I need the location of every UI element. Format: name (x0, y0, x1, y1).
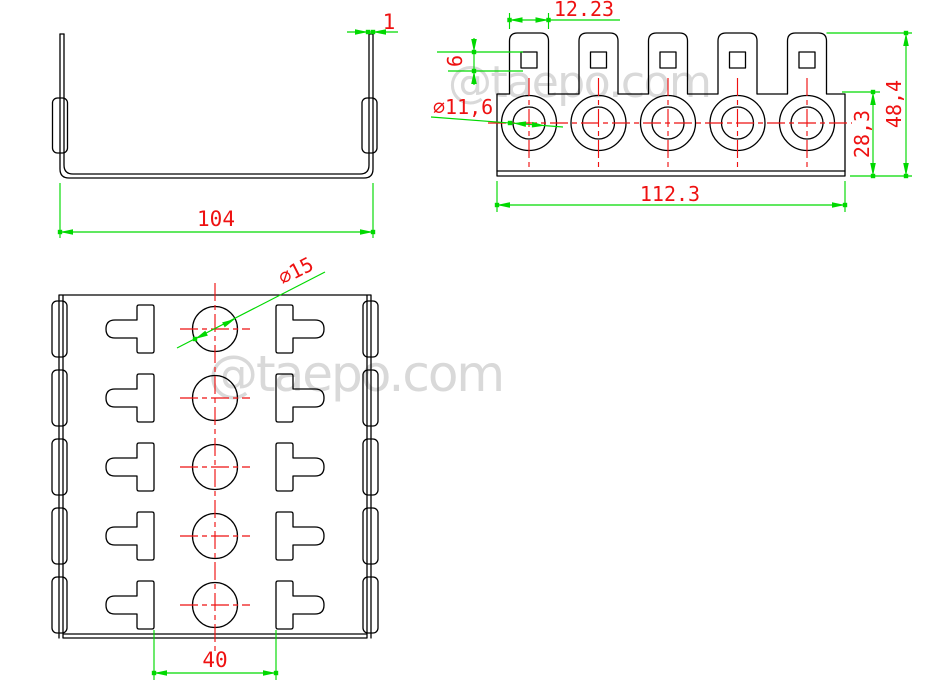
right-clip (362, 300, 379, 358)
right-clip (361, 97, 378, 154)
dim-label-6: 6 (443, 55, 467, 67)
tab-hole (728, 51, 747, 69)
tab-hole (589, 51, 608, 69)
left-clip (51, 300, 68, 358)
tab-hole (659, 51, 677, 69)
tab-hole (798, 51, 816, 69)
dim-slot-spacing: 40 (151, 630, 279, 680)
channel-section-view: 104 1 (51, 10, 398, 238)
left-clip (51, 507, 68, 565)
dim-overall-width: 104 (57, 183, 376, 238)
left-clip (51, 438, 68, 496)
tab-hole (520, 51, 538, 69)
dim-wall-thickness: 1 (347, 10, 398, 35)
dim-label-12-23: 12.23 (554, 0, 614, 21)
right-clip (362, 369, 379, 427)
t-slot-right (275, 511, 325, 561)
dim-label-40: 40 (202, 648, 227, 672)
t-slot-left (105, 580, 155, 630)
dim-hole-diameter: ∅11,6 (430, 95, 564, 129)
dim-tab-width: 12.23 (507, 0, 620, 29)
dim-overall-height: 48,4 (826, 30, 912, 179)
t-slot-right (275, 442, 325, 492)
t-slot-left (105, 373, 155, 423)
left-clip (51, 97, 69, 154)
right-clip (362, 438, 379, 496)
dim-label-48-4: 48,4 (882, 80, 906, 128)
t-slot-right (275, 580, 325, 630)
dim-label-dia-11-6: ∅11,6 (433, 95, 493, 119)
side-centerlines (488, 78, 852, 167)
t-slot-right (275, 304, 325, 354)
dim-label-28-3: 28,3 (850, 110, 874, 158)
t-slots (105, 304, 325, 630)
right-clip (362, 576, 379, 634)
t-slot-left (105, 304, 155, 354)
side-view: 12.23 6 ∅11,6 28,3 (430, 0, 912, 212)
dim-tab-hole-height: 6 (437, 38, 523, 85)
t-slot-left (105, 511, 155, 561)
t-slot-right (275, 373, 325, 423)
t-slot-left (105, 442, 155, 492)
watermark-bottom: @taepo.com (208, 345, 503, 403)
side-outline (496, 32, 846, 177)
dim-overall-width-side: 112.3 (494, 181, 848, 212)
top-view: ∅15 40 (51, 252, 379, 680)
left-clip (51, 576, 68, 634)
dim-label-1: 1 (383, 10, 396, 34)
right-clip (362, 507, 379, 565)
dim-body-height: 28,3 (842, 89, 912, 179)
dim-label-104: 104 (197, 207, 235, 231)
dim-label-112-3: 112.3 (640, 182, 700, 206)
left-clip (51, 369, 68, 427)
